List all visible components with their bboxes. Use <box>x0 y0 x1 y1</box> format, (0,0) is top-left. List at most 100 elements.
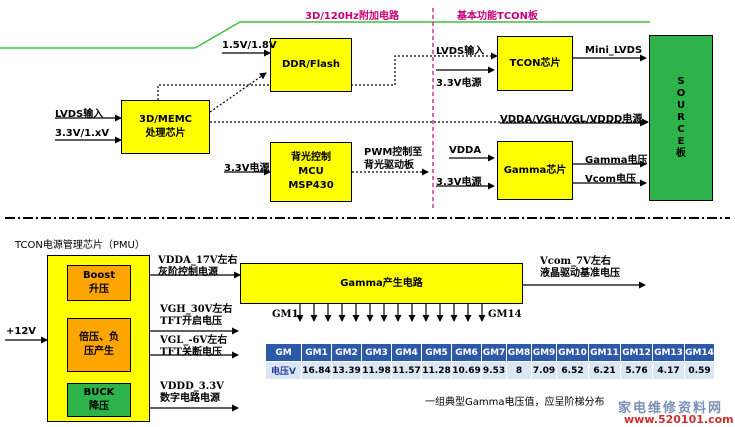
table-header-cell: GM6 <box>451 343 482 362</box>
table-value-cell: 11.28 <box>421 361 452 380</box>
table-value-cell: 6.52 <box>556 361 589 380</box>
v33-1x-label: 3.3V/1.xV <box>55 128 110 139</box>
table-value-cell: 10.69 <box>451 361 482 380</box>
gamma-chip: Gamma芯片 <box>497 141 573 200</box>
vdda17-label-1: VDDA_17V左右 <box>158 255 238 266</box>
memc-chip: 3D/MEMC 处理芯片 <box>121 100 210 154</box>
mini-lvds-label: Mini_LVDS <box>585 45 643 56</box>
table-caption: 一组典型Gamma电压值，应呈阶梯分布 <box>425 397 605 408</box>
mcu-block: 背光控制 MCU MSP430 <box>270 142 352 202</box>
vgl-label-1: VGL_-6V左右 <box>160 335 228 346</box>
tcon-chip: TCON芯片 <box>497 36 573 91</box>
mcu-label-2: MCU <box>298 166 324 177</box>
section-title-base: 基本功能TCON板 <box>457 11 539 22</box>
boost-label-2: 升压 <box>89 284 109 295</box>
table-header-cell: GM3 <box>361 343 392 362</box>
pwm-label-2: 背光驱动板 <box>364 160 414 171</box>
pwm-label-1: PWM控制至 <box>364 147 423 158</box>
watermark-url: www.520101.com <box>624 413 734 426</box>
vdda-label: VDDA <box>449 145 482 156</box>
table-value-cell: 9.53 <box>481 361 507 380</box>
section-title-ext: 3D/120Hz附加电路 <box>305 11 399 22</box>
boost-label-1: Boost <box>82 270 116 281</box>
table-value-cell: 11.57 <box>391 361 422 380</box>
source-letter: 板 <box>676 148 686 159</box>
charge-pump-block: 倍压、负 压产生 <box>67 318 131 372</box>
vgl-label: VGL_-6V左右 TFT关断电压 <box>160 335 227 359</box>
boost-block: Boost 升压 <box>67 265 131 301</box>
mcu-label-3: MSP430 <box>288 180 334 191</box>
source-letter: E <box>677 136 685 147</box>
table-value-cell: 6.21 <box>588 361 621 380</box>
tcon-label: TCON芯片 <box>509 57 561 69</box>
section-title-pmu: TCON电源管理芯片（PMU） <box>15 240 145 251</box>
table-header-cell: GM10 <box>556 343 589 362</box>
gm-arrows <box>296 304 486 322</box>
vdda17-label: VDDA_17V左右 灰阶控制电源 <box>158 255 238 279</box>
table-header-cell: GM5 <box>421 343 452 362</box>
pwm-label: PWM控制至 背光驱动板 <box>364 146 422 172</box>
table-header-cell: GM13 <box>652 343 685 362</box>
gamma-circuit-label: Gamma产生电路 <box>340 277 423 289</box>
power-rails-label: VDDA/VGH/VGL/VDDD电源 <box>500 114 643 125</box>
table-header-cell: GM7 <box>481 343 507 362</box>
v33-mcu-label: 3.3V电源 <box>224 163 270 174</box>
vgh-label-2: TFT开启电压 <box>160 316 222 327</box>
table-header-cell: GM9 <box>531 343 557 362</box>
buck-label-2: 降压 <box>89 401 109 412</box>
vdda17-label-2: 灰阶控制电源 <box>158 267 218 278</box>
table-value-cell: 16.84 <box>301 361 332 380</box>
vgh-label-1: VGH_30V左右 <box>160 304 233 315</box>
table-value-cell: 电压V <box>265 361 302 380</box>
memc-label-2: 处理芯片 <box>145 128 186 139</box>
table-value-cell: 4.17 <box>652 361 685 380</box>
vcom7-label-1: Vcom_7V左右 <box>540 256 611 267</box>
ddr-flash-block: DDR/Flash <box>270 38 352 92</box>
table-value-cell: 11.98 <box>361 361 392 380</box>
source-letter: S <box>677 76 685 87</box>
v12-label: +12V <box>6 326 37 337</box>
charge-label-1: 倍压、负 <box>79 332 119 343</box>
buck-block: BUCK 降压 <box>67 383 131 417</box>
vddd-label: VDDD_3.3V 数字电路电源 <box>160 381 224 405</box>
vcom7-label-2: 液晶驱动基准电压 <box>540 268 620 279</box>
table-value-cell: 0.59 <box>684 361 715 380</box>
table-header-cell: GM4 <box>391 343 422 362</box>
source-letter: U <box>676 100 686 111</box>
watermark-text: 家电维修资料网 <box>618 401 724 416</box>
source-letter: O <box>676 88 686 99</box>
mcu-label-1: 背光控制 <box>291 152 331 163</box>
gm1-label: GM1 <box>272 309 299 320</box>
vcom-voltage-label: Vcom电压 <box>585 174 636 185</box>
gamma-voltage-label: Gamma电压 <box>585 155 648 166</box>
source-letter: C <box>677 124 685 135</box>
v33-gamma-label: 3.3V电源 <box>436 177 482 188</box>
table-header-cell: GM11 <box>588 343 621 362</box>
ddr-label: DDR/Flash <box>281 59 341 70</box>
gm14-label: GM14 <box>488 309 522 320</box>
table-value-cell: 13.39 <box>331 361 362 380</box>
table-value-cell: 7.09 <box>531 361 557 380</box>
table-header-cell: GM8 <box>506 343 532 362</box>
source-letter: R <box>677 112 685 123</box>
lvds-input-right-label: LVDS输入 <box>436 46 485 57</box>
top-ramp-line <box>194 21 650 49</box>
charge-label-2: 压产生 <box>84 346 114 357</box>
table-header-cell: GM14 <box>684 343 715 362</box>
table-header-cell: GM <box>265 343 302 362</box>
vgl-label-2: TFT关断电压 <box>160 347 222 358</box>
vcom7-label: Vcom_7V左右 液晶驱动基准电压 <box>540 256 620 280</box>
table-header-cell: GM1 <box>301 343 332 362</box>
vddd-label-2: 数字电路电源 <box>160 393 220 404</box>
gamma-chip-label: Gamma芯片 <box>503 164 567 176</box>
memc-label-1: 3D/MEMC <box>139 114 192 125</box>
buck-label-1: BUCK <box>83 387 115 398</box>
lvds-input-left-label: LVDS输入 <box>55 109 104 120</box>
v15-18-label: 1.5V/1.8V <box>222 40 277 51</box>
gamma-circuit-block: Gamma产生电路 <box>240 263 523 304</box>
table-value-cell: 5.76 <box>620 361 653 380</box>
vgh-label: VGH_30V左右 TFT开启电压 <box>160 304 232 328</box>
